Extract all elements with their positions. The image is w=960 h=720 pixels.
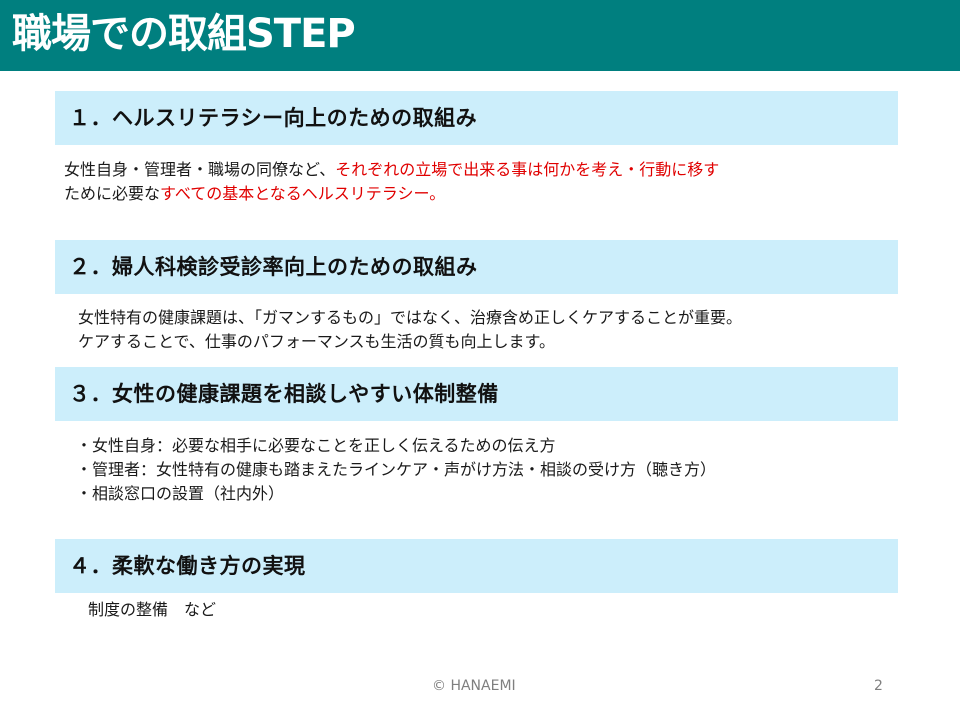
section-3-bullet-2: ・管理者：女性特有の健康も踏まえたラインケア・声がけ方法・相談の受け方（聴き方）: [76, 460, 717, 479]
section-3-bullet-3: ・相談窓口の設置（社内外）: [76, 484, 285, 503]
title-bar: 職場での取組STEP: [0, 0, 960, 71]
section-1-line-2-emphasis: すべての基本となるヘルスリテラシー。: [160, 184, 446, 203]
section-3-bullet-1: ・女性自身：必要な相手に必要なことを正しく伝えるための伝え方: [76, 436, 556, 455]
section-2-heading: ２．婦人科検診受診率向上のための取組み: [69, 255, 478, 279]
page-number: 2: [874, 678, 883, 694]
section-1-body: 女性自身・管理者・職場の同僚など、それぞれの立場で出来る事は何かを考え・行動に移…: [64, 158, 719, 206]
section-4-header: ４．柔軟な働き方の実現: [55, 539, 898, 593]
section-2-line-2: ケアすることで、仕事のパフォーマンスも生活の質も向上します。: [78, 332, 555, 351]
section-2-header: ２．婦人科検診受診率向上のための取組み: [55, 240, 898, 294]
section-3-heading: ３．女性の健康課題を相談しやすい体制整備: [69, 382, 499, 406]
section-2-line-1: 女性特有の健康課題は、「ガマンするもの」ではなく、治療含め正しくケアすることが重…: [78, 308, 743, 327]
section-3-header: ３．女性の健康課題を相談しやすい体制整備: [55, 367, 898, 421]
section-1-line-2: ために必要なすべての基本となるヘルスリテラシー。: [64, 182, 719, 206]
section-1-line-2-plain: ために必要な: [64, 184, 161, 203]
section-1-line-1-emphasis: それぞれの立場で出来る事は何かを考え・行動に移す: [335, 160, 720, 179]
section-1-line-1: 女性自身・管理者・職場の同僚など、それぞれの立場で出来る事は何かを考え・行動に移…: [64, 158, 719, 182]
section-2-body: 女性特有の健康課題は、「ガマンするもの」ではなく、治療含め正しくケアすることが重…: [78, 306, 742, 354]
section-3-body: ・女性自身：必要な相手に必要なことを正しく伝えるための伝え方 ・管理者：女性特有…: [76, 434, 716, 506]
section-4-heading: ４．柔軟な働き方の実現: [69, 554, 306, 578]
section-4-body: 制度の整備 など: [88, 598, 216, 622]
footer-copyright: © HANAEMI: [432, 678, 516, 694]
section-1-line-1-plain: 女性自身・管理者・職場の同僚など、: [64, 160, 336, 179]
section-4-line-1: 制度の整備 など: [88, 600, 217, 619]
slide-title: 職場での取組STEP: [12, 11, 356, 57]
section-1-heading: １．ヘルスリテラシー向上のための取組み: [69, 106, 478, 130]
section-1-header: １．ヘルスリテラシー向上のための取組み: [55, 91, 898, 145]
